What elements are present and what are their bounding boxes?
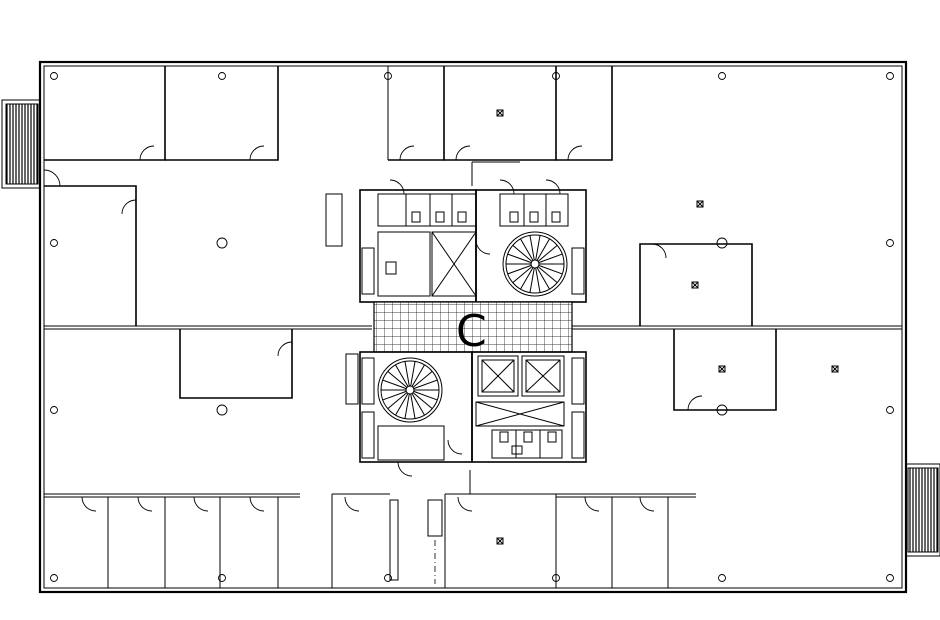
exterior-stair-east xyxy=(905,463,940,557)
column xyxy=(886,406,894,414)
column xyxy=(886,574,894,582)
column xyxy=(718,72,726,80)
fixture-mark xyxy=(696,200,704,208)
column xyxy=(218,72,226,80)
spiral-stair-north xyxy=(502,231,568,297)
column xyxy=(716,237,728,249)
column xyxy=(216,237,228,249)
west-upper-rooms xyxy=(43,169,343,326)
fixture-mark xyxy=(496,537,504,545)
fixture-mark xyxy=(718,365,726,373)
column xyxy=(50,72,58,80)
column xyxy=(216,404,228,416)
south-offices xyxy=(44,470,696,588)
wc-fixtures-north xyxy=(385,211,561,275)
fixture-mark xyxy=(691,281,699,289)
exterior-stair-west xyxy=(1,99,41,189)
column xyxy=(886,72,894,80)
elevator-shafts xyxy=(475,355,565,427)
wc-fixtures-south xyxy=(499,431,557,455)
fixture-mark xyxy=(831,365,839,373)
column xyxy=(50,239,58,247)
core-label: C xyxy=(456,306,487,357)
column xyxy=(886,239,894,247)
elevator-lobby xyxy=(373,301,573,353)
central-core: C xyxy=(345,179,587,477)
west-lower-rooms xyxy=(179,329,293,399)
exterior-walls xyxy=(38,60,908,594)
column xyxy=(718,574,726,582)
north-offices xyxy=(44,66,613,186)
ceiling-fixtures xyxy=(496,109,839,545)
column xyxy=(50,574,58,582)
spiral-stair-south xyxy=(377,357,443,423)
fixture-mark xyxy=(496,109,504,117)
corridor-walls xyxy=(44,325,902,330)
east-rooms xyxy=(639,243,777,411)
column xyxy=(50,406,58,414)
